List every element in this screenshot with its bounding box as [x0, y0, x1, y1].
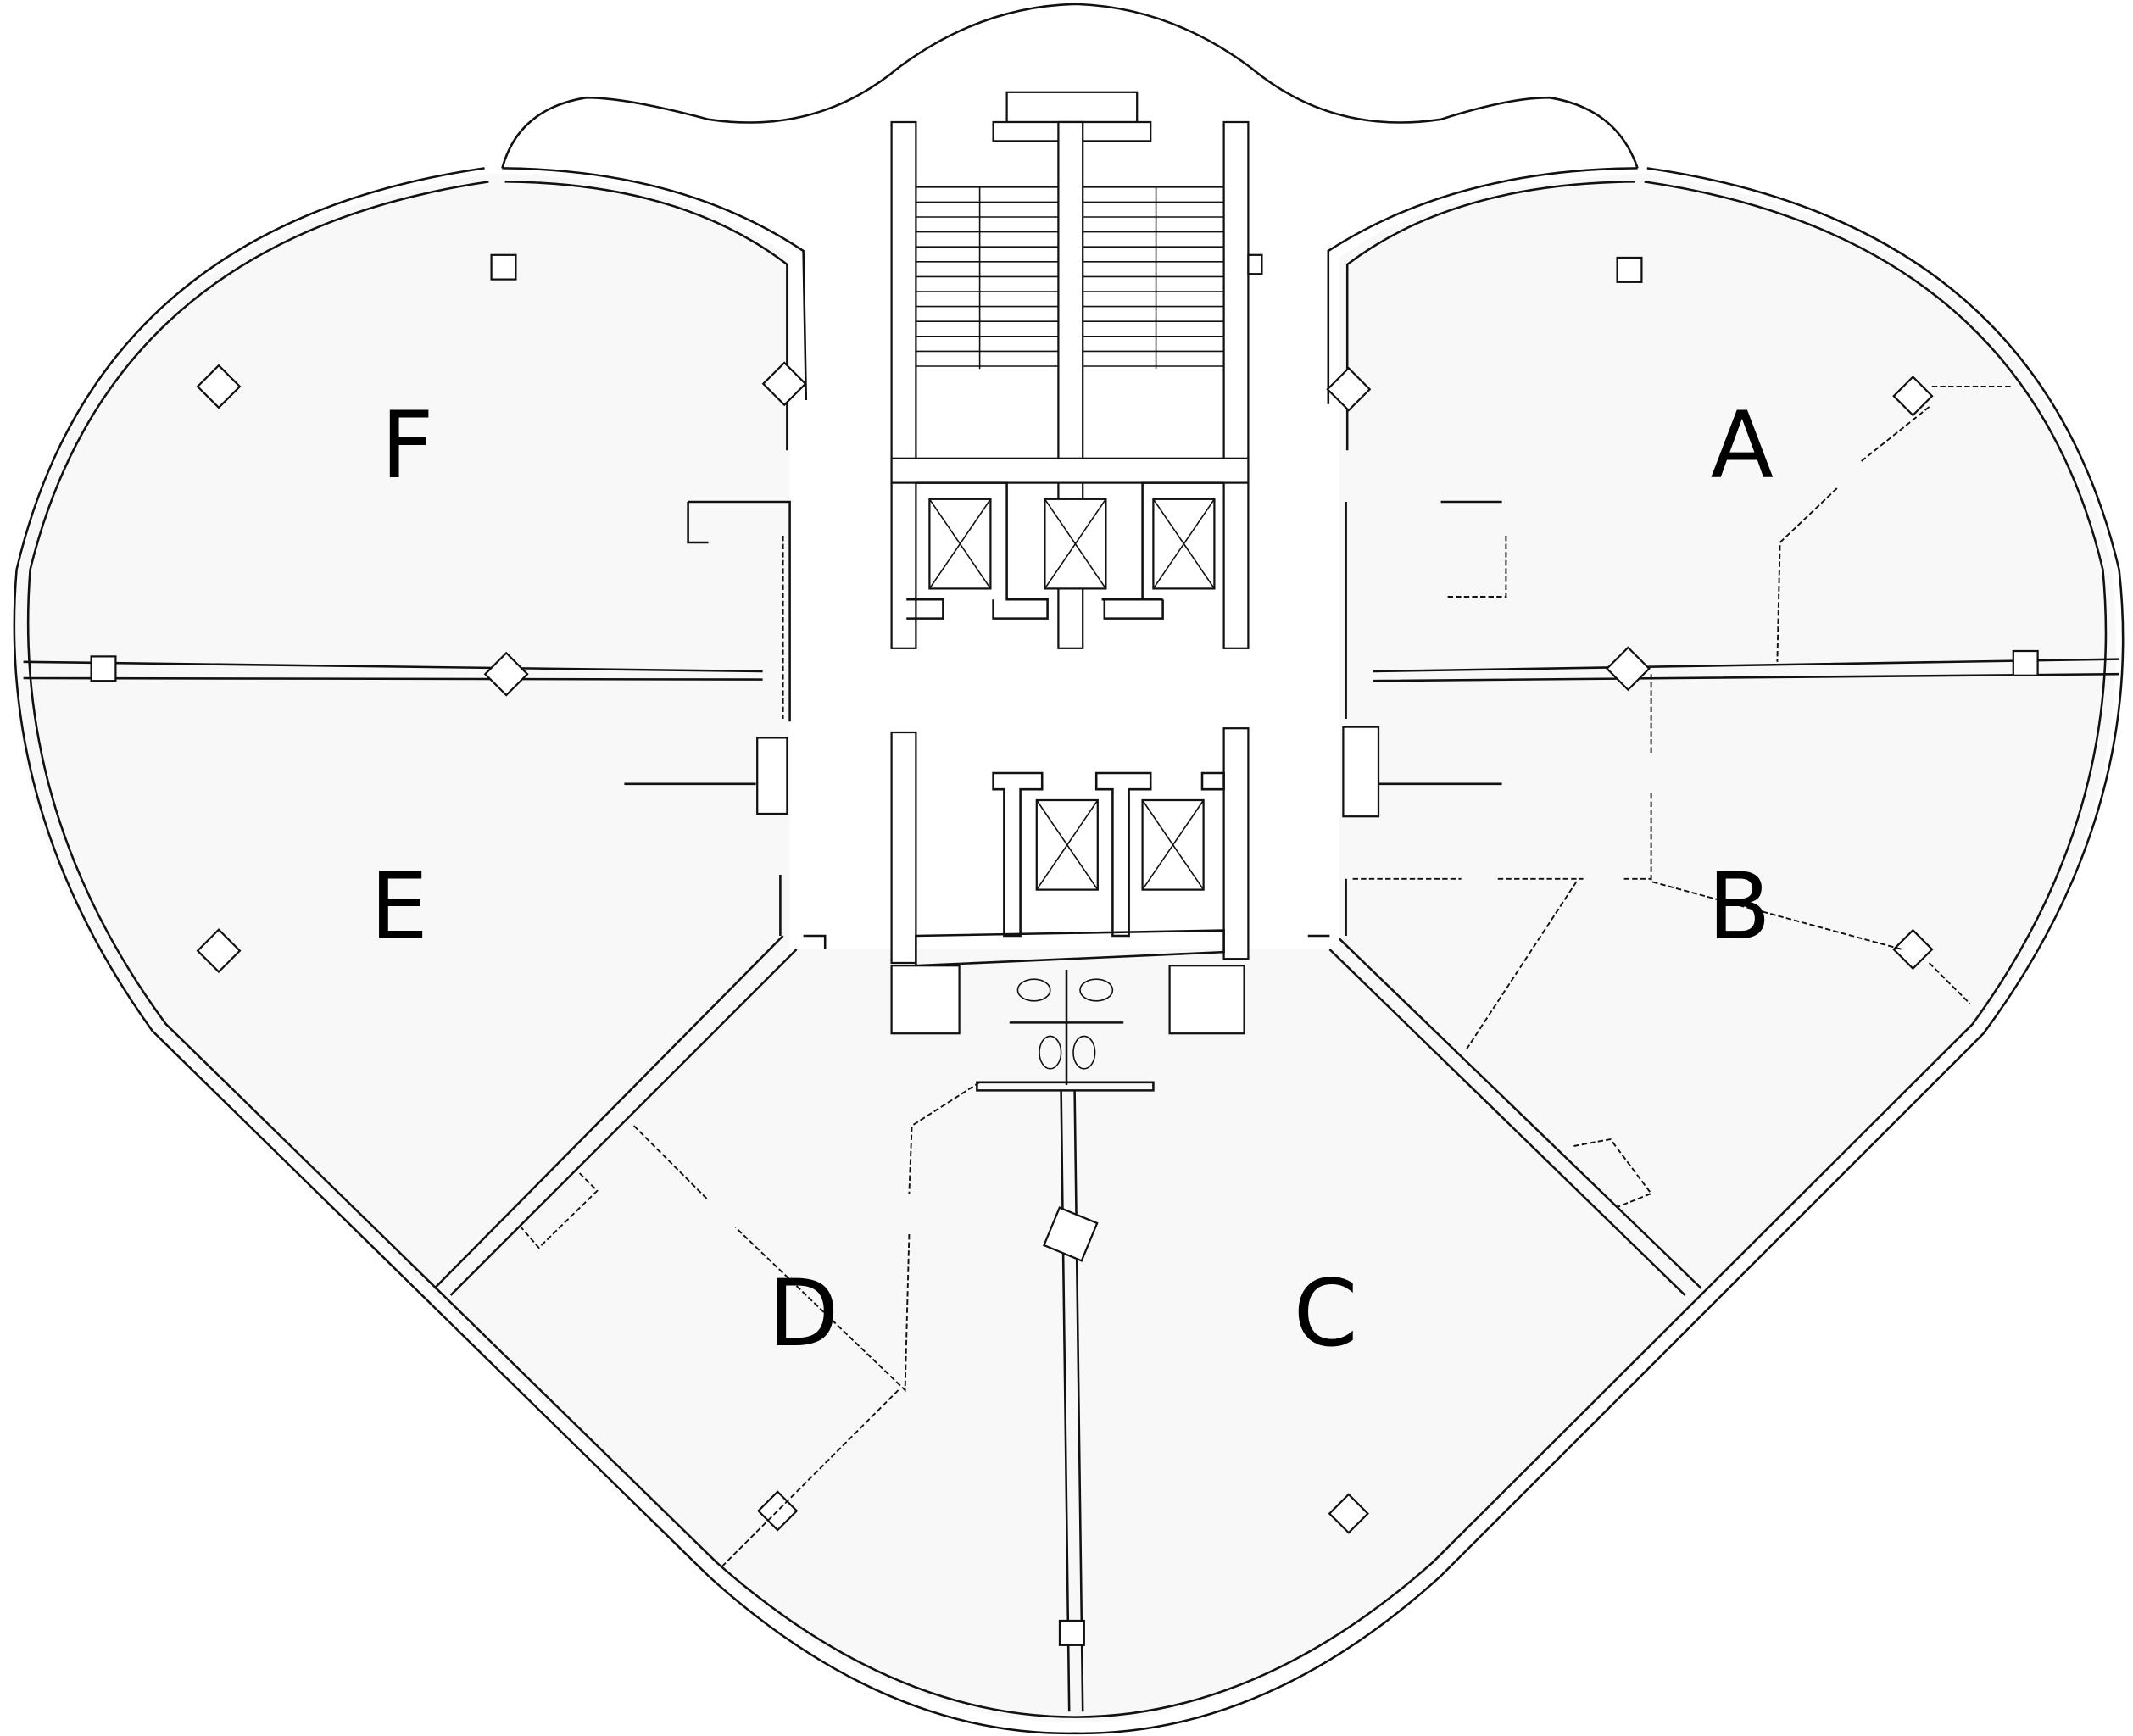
outer-wall-inner: [26, 181, 2108, 1718]
floor-area: [14, 173, 2117, 1722]
north-east-wall-inner: [1345, 181, 1635, 451]
roof-outline: [501, 3, 1639, 169]
room-label-d: D: [768, 1260, 839, 1367]
dashed-partitions: [521, 386, 2011, 1567]
room-label-b: B: [1707, 853, 1771, 960]
room-label-f: F: [381, 392, 434, 499]
central-restroom: [976, 970, 1155, 1092]
north-west-wall-inner: [504, 181, 788, 451]
north-east-wall: [1327, 167, 1638, 404]
partitions: [23, 253, 2119, 1712]
north-west-wall: [502, 167, 808, 401]
room-label-c: C: [1294, 1260, 1358, 1367]
elevator-bank-south: [890, 727, 1250, 1035]
room-label-a: A: [1711, 392, 1774, 499]
room-label-e: E: [370, 853, 428, 960]
outer-wall: [13, 167, 2125, 1735]
stairwell: [890, 91, 1263, 649]
elevator-bank-north: [890, 457, 1250, 620]
